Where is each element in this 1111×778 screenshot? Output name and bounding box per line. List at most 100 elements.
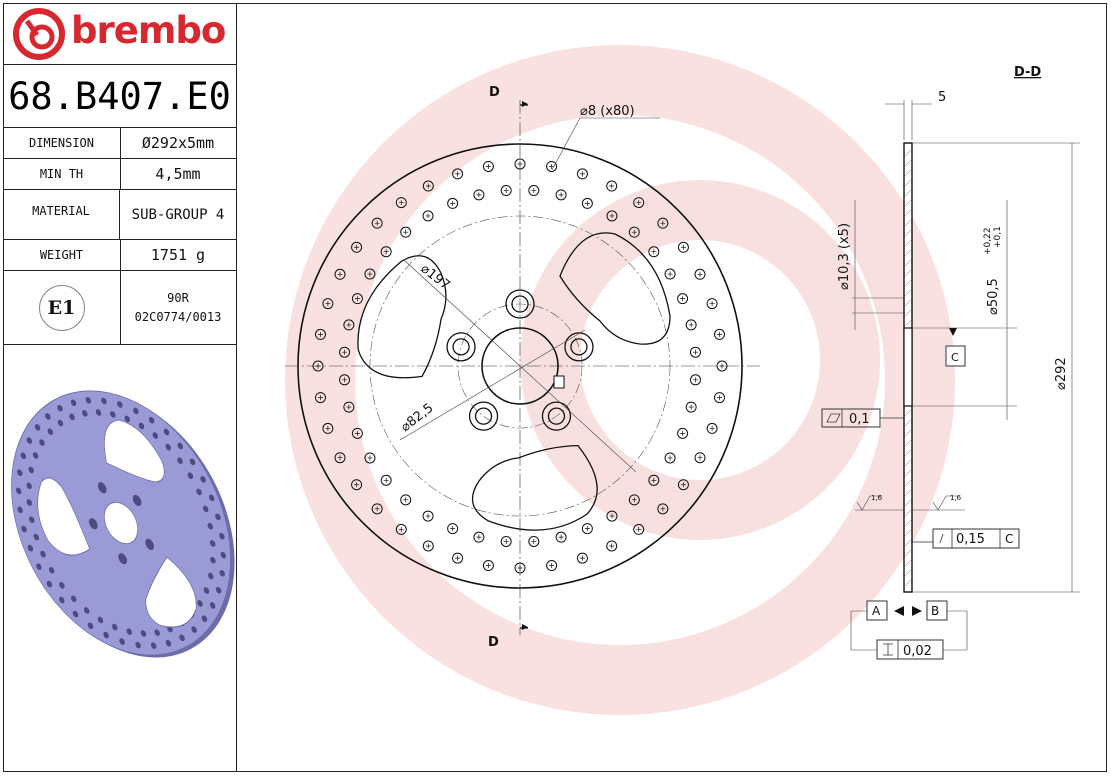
drill-hole-center	[651, 249, 657, 255]
hatch	[904, 529, 912, 537]
drill-hole	[189, 458, 196, 466]
drill-hole	[39, 439, 45, 446]
datum-a-label: A	[872, 604, 881, 618]
datum-b-box	[926, 600, 948, 621]
hatch	[904, 279, 912, 287]
drill-hole-center	[558, 192, 564, 198]
roughness-left: 1,6	[871, 494, 883, 502]
drill-hole	[152, 432, 159, 439]
outer-dim-lines	[912, 142, 1080, 593]
drill-hole	[27, 544, 34, 552]
section-mark-top: D	[489, 85, 500, 100]
drill-hole-center	[455, 171, 461, 177]
hatch	[904, 149, 912, 157]
drill-hole	[452, 168, 464, 180]
spec-value: 1751 g	[150, 246, 206, 264]
center-bore-tol-lower: +0,1	[993, 226, 1003, 248]
drill-hole	[400, 226, 412, 238]
hatch	[904, 199, 912, 207]
drill-hole-center	[367, 271, 373, 277]
drill-hole	[685, 401, 697, 413]
drill-hole	[165, 639, 172, 647]
bolt-hole-dim-lines	[852, 200, 904, 330]
hatch	[904, 549, 912, 557]
spec-label: MATERIAL	[3, 190, 120, 239]
drill-hole	[148, 416, 155, 424]
drill-hole-center	[631, 497, 637, 503]
drill-hole	[59, 596, 65, 604]
drill-hole	[150, 642, 157, 649]
drill-hole	[422, 540, 434, 552]
drill-hole	[314, 392, 326, 404]
drill-hole-center	[425, 543, 431, 549]
cooling-window	[37, 477, 91, 556]
hatch	[904, 459, 912, 467]
drill-hole	[452, 552, 464, 564]
drill-hole-center	[697, 271, 703, 277]
hatch	[904, 409, 912, 417]
drill-hole	[46, 580, 53, 588]
drill-hole-center	[354, 296, 360, 302]
drill-hole	[689, 374, 701, 386]
bolt-hole-boss	[564, 332, 594, 362]
drill-hole-center	[455, 555, 461, 561]
drill-hole	[95, 409, 102, 416]
drill-hole	[207, 522, 214, 530]
bolt-hole-boss	[468, 401, 499, 431]
brembo-logo-icon	[13, 8, 65, 60]
drill-hole-center	[315, 363, 321, 369]
drill-hole	[112, 623, 118, 631]
drill-hole	[606, 180, 618, 192]
spec-value: 4,5mm	[155, 165, 201, 183]
drill-hole	[200, 476, 206, 483]
drill-hole	[473, 531, 485, 543]
drill-hole	[210, 556, 216, 564]
drill-hole	[500, 535, 512, 547]
approval-code-cell: 90R 02C0774/0013	[120, 271, 236, 344]
drill-hole	[581, 523, 593, 535]
drill-hole-center	[383, 477, 389, 483]
hatch	[904, 209, 912, 217]
drill-hole	[154, 629, 160, 636]
hatch	[904, 559, 912, 567]
drill-hole	[322, 298, 334, 310]
drill-hole	[395, 523, 407, 535]
drill-hole-center	[680, 244, 686, 250]
drill-hole	[576, 552, 588, 564]
section-title: D-D	[1014, 65, 1041, 80]
drill-hole-center	[403, 229, 409, 235]
drill-hole	[26, 499, 33, 506]
hatch	[904, 249, 912, 257]
drill-hole	[351, 293, 363, 305]
window	[145, 556, 197, 628]
bolt-hole-boss	[505, 289, 535, 319]
drill-hole-center	[450, 200, 456, 206]
drill-hole	[677, 427, 689, 439]
drill-hole	[528, 185, 540, 197]
drill-hole-center	[342, 349, 348, 355]
hatch	[904, 519, 912, 527]
drill-hole	[57, 419, 64, 427]
drill-hole	[664, 452, 676, 464]
drill-hole	[110, 411, 116, 418]
drill-hole-center	[374, 506, 380, 512]
hatch	[904, 219, 912, 227]
drill-hole	[215, 513, 221, 521]
approval-code: 90R	[167, 290, 189, 305]
drill-hole-center	[517, 161, 523, 167]
cooling-window	[357, 255, 447, 379]
drill-hole-center	[558, 534, 564, 540]
drill-hole	[380, 246, 392, 258]
drill-hole	[546, 560, 558, 572]
drill-hole	[21, 525, 27, 533]
drill-hole	[576, 168, 588, 180]
drill-hole-center	[636, 200, 642, 206]
bolt-hole	[118, 553, 128, 565]
drill-hole-center	[680, 430, 686, 436]
drill-hole	[45, 413, 51, 420]
drill-hole-center	[609, 183, 615, 189]
drill-hole	[648, 474, 660, 486]
drill-hole	[716, 360, 728, 372]
drill-hole	[677, 293, 689, 305]
bolt-hole	[145, 538, 155, 550]
